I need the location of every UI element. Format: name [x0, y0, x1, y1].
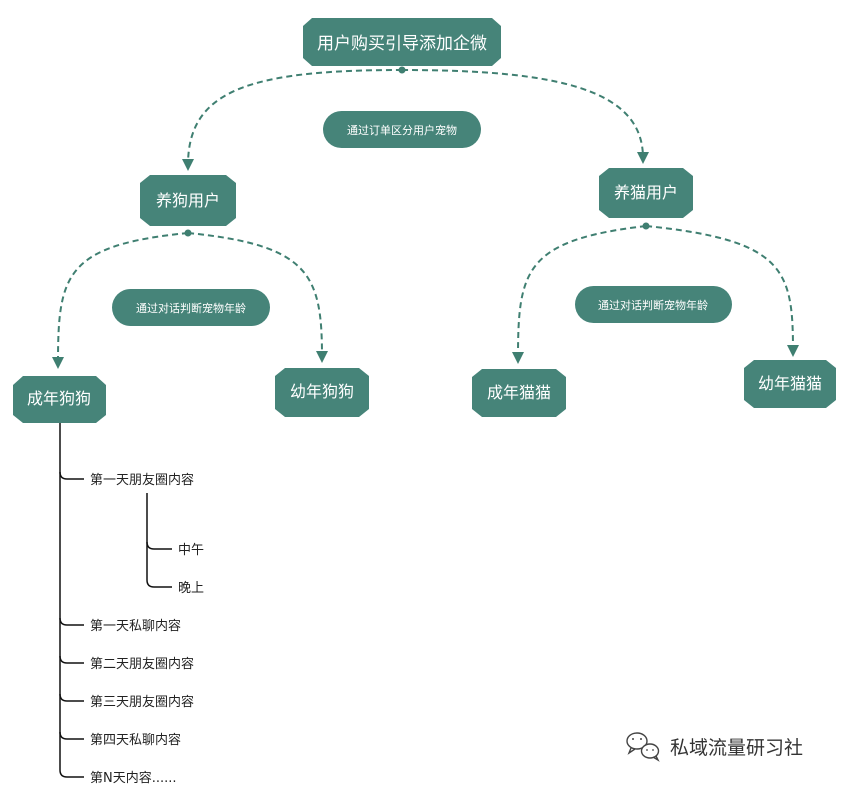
connector-cat-adult — [512, 225, 647, 364]
node-young-cat: 幼年猫猫 — [744, 360, 836, 408]
node-young-dog: 幼年狗狗 — [275, 368, 369, 417]
connectors-cat — [512, 222, 799, 364]
tree-branch — [59, 471, 84, 480]
sub-tree-branch — [146, 541, 172, 550]
split-pill-cat: 通过对话判断宠物年龄 — [575, 286, 732, 323]
tree-item-3: 第二天朋友圈内容 — [90, 656, 194, 672]
connector-dog-young — [187, 232, 328, 363]
tree-item-1: 第一天朋友圈内容 — [90, 472, 194, 488]
sub-item-evening: 晚上 — [178, 581, 204, 596]
sub-tree-trunk — [146, 493, 172, 588]
split-label-dog: 通过对话判断宠物年龄 — [136, 301, 246, 315]
watermark: 私域流量研习社 — [626, 732, 803, 762]
split-label-cat: 通过对话判断宠物年龄 — [598, 298, 708, 312]
node-cat-owner-label: 养猫用户 — [614, 183, 678, 202]
node-adult-cat: 成年猫猫 — [472, 369, 566, 417]
root-node-label: 用户购买引导添加企微 — [317, 34, 487, 54]
node-dog-owner-label: 养狗用户 — [156, 191, 220, 210]
connector-dog-adult — [52, 232, 189, 369]
watermark-text: 私域流量研习社 — [670, 737, 803, 759]
tree-item-2: 第一天私聊内容 — [90, 618, 181, 634]
connectors-root — [182, 66, 649, 171]
tree-branch — [59, 655, 84, 664]
node-adult-cat-label: 成年猫猫 — [487, 383, 551, 402]
wechat-icon — [626, 732, 660, 762]
split-pill-dog: 通过对话判断宠物年龄 — [112, 289, 270, 326]
connector-root-dog — [182, 69, 403, 171]
split-label-main: 通过订单区分用户宠物 — [347, 123, 457, 137]
node-cat-owner: 养猫用户 — [599, 168, 693, 218]
tree-branch — [59, 617, 84, 626]
tree-item-4: 第三天朋友圈内容 — [90, 694, 194, 710]
node-young-dog-label: 幼年狗狗 — [290, 382, 354, 401]
tree-item-5: 第四天私聊内容 — [90, 732, 181, 748]
connectors-dog — [52, 229, 328, 369]
tree-branch — [59, 731, 84, 740]
node-adult-dog-label: 成年狗狗 — [27, 389, 91, 408]
node-dog-owner: 养狗用户 — [140, 175, 236, 226]
node-adult-dog: 成年狗狗 — [13, 376, 106, 423]
tree-trunk — [59, 423, 84, 778]
tree-item-6: 第N天内容...... — [90, 770, 177, 785]
connector-root-cat — [401, 69, 649, 164]
split-pill-main: 通过订单区分用户宠物 — [323, 111, 481, 148]
adult-dog-tree: 第一天朋友圈内容 中午 晚上 第一天私聊内容 第二天朋友圈内容 第三天朋友圈内容… — [59, 423, 204, 785]
connector-cat-young — [645, 225, 799, 357]
root-node: 用户购买引导添加企微 — [303, 18, 501, 66]
tree-branch — [59, 693, 84, 702]
node-young-cat-label: 幼年猫猫 — [758, 374, 822, 393]
sub-item-noon: 中午 — [178, 543, 204, 558]
